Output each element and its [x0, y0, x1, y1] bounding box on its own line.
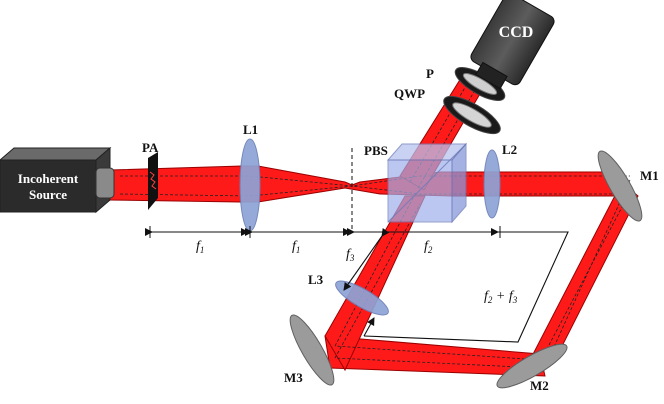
- beam-paths: [109, 69, 639, 377]
- l1-label: L1: [243, 122, 258, 137]
- pbs-label: PBS: [364, 143, 388, 158]
- mirror-m1: M1: [597, 150, 659, 222]
- f1b-text: f1: [292, 239, 300, 255]
- incoherent-source: Incoherent Source: [0, 146, 115, 214]
- ccd-label: CCD: [499, 24, 534, 41]
- f3-text: f3: [346, 247, 355, 263]
- l3-label: L3: [308, 272, 324, 287]
- source-box-front: [0, 159, 97, 213]
- source-aperture: [95, 167, 115, 199]
- main-beam: [109, 165, 631, 203]
- pa-aperture: PA: [142, 140, 159, 210]
- f3-arrow: [343, 227, 390, 291]
- source-label-line1: Incoherent: [18, 171, 79, 186]
- mirror-m2: M2: [496, 343, 568, 393]
- pa-label: PA: [142, 140, 159, 155]
- polarizer: P: [426, 66, 506, 101]
- lens-l1: L1: [239, 122, 261, 232]
- lens-l2: L2: [483, 142, 517, 219]
- p-label: P: [426, 66, 434, 81]
- pbs-cube: PBS: [364, 142, 468, 224]
- m1-m2-beam: [529, 181, 639, 361]
- l1-lens-icon: [239, 138, 261, 232]
- f2-plus-f3-text: f2 + f3: [484, 289, 518, 305]
- ccd-camera: CCD: [470, 0, 555, 90]
- f2-text: f2: [424, 239, 433, 255]
- l2-label: L2: [502, 142, 517, 157]
- qwp-label: QWP: [394, 86, 425, 101]
- m3-mirror-icon: [289, 314, 335, 386]
- qwp-plate: QWP: [394, 86, 501, 135]
- m2-m3-beam: [324, 335, 546, 377]
- m2-label: M2: [530, 378, 549, 393]
- m1-mirror-icon: [597, 150, 643, 222]
- l2-lens-icon: [483, 149, 501, 219]
- m3-label: M3: [284, 370, 303, 385]
- distance-markers: f1 f1 f2 f3 f2 + f3: [145, 226, 569, 343]
- source-label-line2: Source: [29, 187, 67, 202]
- m2-mirror-icon: [496, 343, 568, 389]
- f1a-text: f1: [196, 239, 204, 255]
- mirror-m3: M3: [284, 314, 335, 386]
- m1-label: M1: [640, 168, 659, 183]
- f2-f3-bracket: [363, 231, 569, 343]
